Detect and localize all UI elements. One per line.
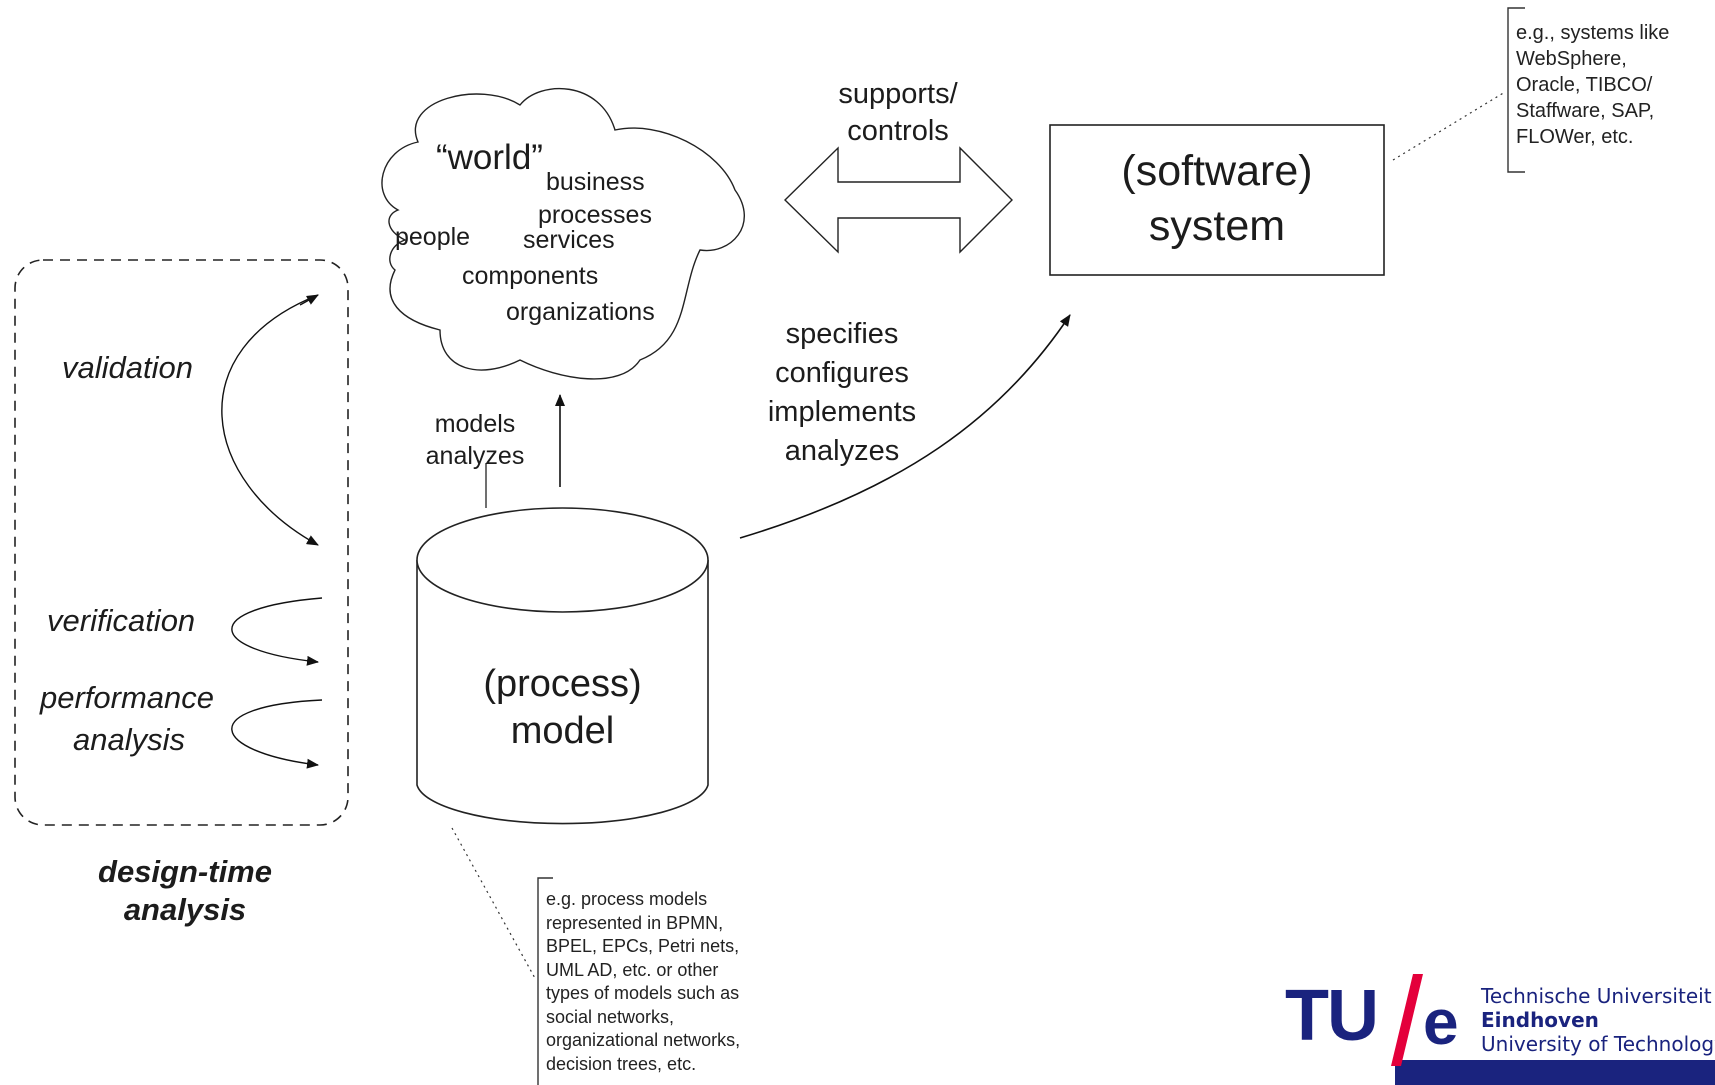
software-system-box <box>1049 124 1385 276</box>
specifies-label-line4: analyzes <box>784 435 900 467</box>
tue-logo: TU e Technische Universiteit Eindhoven U… <box>1283 970 1715 1085</box>
world-item-business: business <box>546 168 645 196</box>
process-note-line: types of models such as <box>546 983 740 1003</box>
world-cloud-shape <box>381 87 745 380</box>
world-item-people: people <box>395 223 471 251</box>
models-label-line1: models <box>434 410 516 438</box>
design-time-label-line2: analysis <box>123 892 247 927</box>
software-note-bracket <box>1507 7 1525 173</box>
tue-logo-line3: University of Technology <box>1481 1032 1715 1056</box>
design-time-label-line1: design-time <box>98 854 272 889</box>
software-system-label-line1: (software) <box>1121 147 1313 195</box>
software-system-label-line2: system <box>1148 202 1286 250</box>
software-note-line: Staffware, SAP, <box>1516 100 1655 122</box>
process-note-line: UML AD, etc. or other <box>546 959 719 980</box>
process-note: e.g. process models represented in BPMN,… <box>546 888 740 1076</box>
tue-logo-line1: Technische Universiteit <box>1481 984 1712 1008</box>
tue-logo-slash-icon <box>1391 974 1423 1066</box>
process-model-label-line1: (process) <box>483 663 642 705</box>
process-note-line: e.g. process models <box>546 889 708 909</box>
process-note-line: BPEL, EPCs, Petri nets, <box>546 936 740 956</box>
process-note-bracket <box>537 877 553 1085</box>
supports-controls-label-line1: supports/ <box>838 78 958 110</box>
performance-label-line1: performance <box>40 680 215 715</box>
validation-label: validation <box>62 350 193 385</box>
process-model-cylinder <box>416 560 709 825</box>
tue-logo-line2: Eindhoven <box>1481 1008 1599 1032</box>
specifies-label-line1: specifies <box>785 318 899 350</box>
process-model-cylinder-top <box>416 507 709 613</box>
verification-arrow <box>231 597 323 666</box>
tue-logo-e: e <box>1423 986 1459 1058</box>
process-model-label-line2: model <box>510 710 615 752</box>
supports-controls-double-arrow <box>784 146 1013 254</box>
software-note: e.g., systems like WebSphere, Oracle, TI… <box>1516 20 1669 150</box>
world-title: “world” <box>436 138 543 177</box>
software-note-line: FLOWer, etc. <box>1516 126 1634 148</box>
performance-analysis-arrow <box>231 699 323 769</box>
tue-logo-mark <box>1395 1060 1715 1085</box>
software-note-line: Oracle, TIBCO/ <box>1516 74 1653 96</box>
world-item-services: services <box>523 226 615 254</box>
specifies-label-line2: configures <box>775 357 909 389</box>
process-note-connector <box>451 827 537 981</box>
process-note-line: social networks, <box>546 1006 675 1027</box>
validation-arrow <box>221 294 319 546</box>
models-label-line2: analyzes <box>425 442 525 470</box>
process-note-line: represented in BPMN, <box>546 912 724 933</box>
process-note-line: decision trees, etc. <box>546 1053 697 1074</box>
software-note-line: WebSphere, <box>1516 48 1627 70</box>
tue-logo-tu: TU <box>1285 976 1379 1056</box>
software-note-connector <box>1392 91 1506 161</box>
world-item-components: components <box>462 262 599 290</box>
specifies-arrow <box>739 314 1071 539</box>
verification-label: verification <box>47 603 196 638</box>
performance-label-line2: analysis <box>73 722 185 757</box>
specifies-label-line3: implements <box>767 396 917 428</box>
design-time-dashed-box <box>14 259 349 826</box>
world-item-processes: processes <box>538 201 652 229</box>
process-note-line: organizational networks, <box>546 1030 741 1050</box>
software-note-line: e.g., systems like <box>1516 22 1670 44</box>
world-item-organizations: organizations <box>506 298 655 326</box>
supports-controls-label-line2: controls <box>847 115 949 147</box>
validation-arrow-start <box>299 294 319 306</box>
